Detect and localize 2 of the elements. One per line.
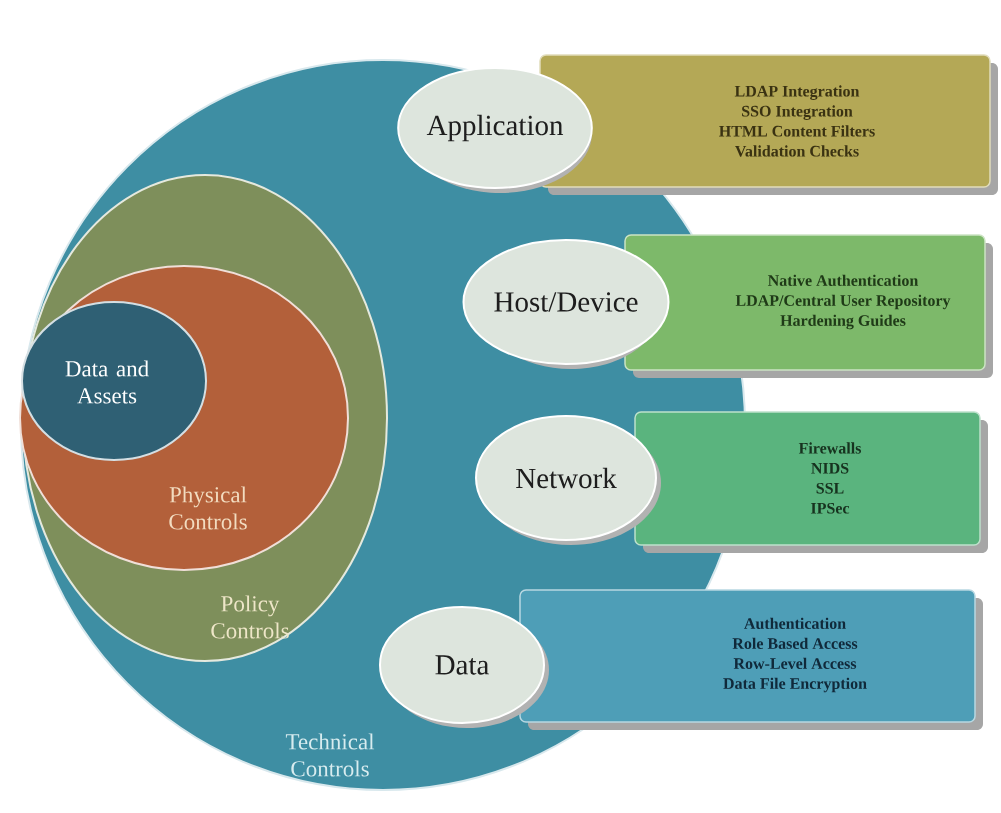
list-bar: Authentication Role Based Access Row-Level Access Data File Encryption	[519, 589, 983, 730]
list-bar: Firewalls NIDS SSL IPSec	[634, 411, 988, 553]
